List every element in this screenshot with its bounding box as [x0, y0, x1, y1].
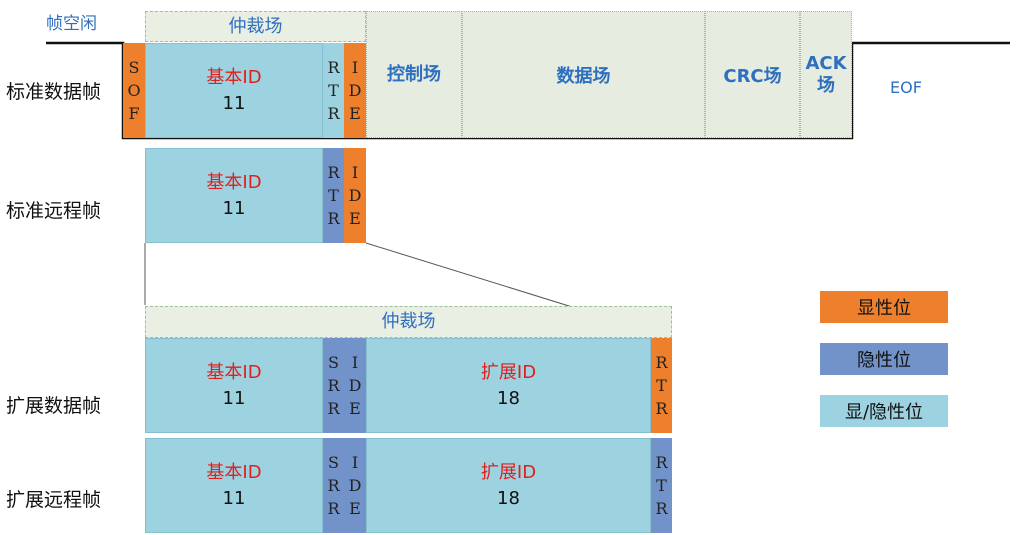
base-id-bits: 11	[222, 92, 246, 114]
arbitration-field-header-extended: 仲裁场	[145, 306, 672, 338]
ide-letter: D	[348, 186, 362, 205]
base-id-bits: 11	[222, 487, 246, 509]
rtr-letter: R	[655, 353, 668, 372]
rtr-letter: T	[656, 376, 667, 395]
sof-letter: O	[127, 81, 141, 100]
ide-letter: E	[349, 209, 361, 228]
ide-letter: D	[348, 81, 362, 100]
ext-data-base-id-field: 基本ID 11	[145, 338, 323, 433]
legend-dominant: 显性位	[820, 291, 948, 323]
row-label-extended-data: 扩展数据帧	[6, 395, 102, 417]
remote-base-id-field: 基本ID 11	[145, 148, 323, 243]
legend-dominant-or-recessive: 显/隐性位	[820, 395, 948, 427]
data-field: 数据场	[462, 11, 705, 138]
legend-recessive: 隐性位	[820, 343, 948, 375]
remote-rtr-bit: R T R	[323, 148, 344, 243]
srr-letter: R	[327, 376, 340, 395]
ide-letter: I	[351, 453, 359, 472]
base-id-bits: 11	[222, 197, 246, 219]
rtr-letter: R	[655, 499, 668, 518]
crc-field: CRC场	[705, 11, 800, 138]
sof-letter: F	[128, 104, 140, 123]
ide-letter: I	[351, 353, 359, 372]
base-id-field: 基本ID 11	[145, 43, 323, 138]
ext-ide-bit: I D E	[344, 338, 366, 433]
rtr-letter: R	[327, 104, 340, 123]
extended-id-field: 扩展ID 18	[366, 438, 651, 533]
srr-letter: R	[327, 476, 340, 495]
rtr-letter: T	[656, 476, 667, 495]
ide-letter: E	[349, 499, 361, 518]
ext-id-name: 扩展ID	[480, 361, 537, 383]
srr-letter: S	[328, 453, 339, 472]
ext-id-name: 扩展ID	[480, 461, 537, 483]
srr-bit: S R R	[323, 338, 344, 433]
base-id-name: 基本ID	[206, 361, 262, 383]
frame-idle-label: 帧空闲	[46, 14, 97, 34]
srr-letter: R	[327, 399, 340, 418]
ext-ide-bit: I D E	[344, 438, 366, 533]
rtr-letter: T	[328, 81, 339, 100]
base-id-name: 基本ID	[206, 461, 262, 483]
sof-letter: S	[128, 58, 140, 77]
row-label-standard-remote: 标准远程帧	[6, 200, 102, 222]
data-field-label: 数据场	[556, 65, 611, 87]
arbitration-field-header-top: 仲裁场	[145, 11, 366, 42]
ack-field: ACK场	[800, 11, 852, 138]
row-label-extended-remote: 扩展远程帧	[6, 489, 102, 511]
rtr-letter: R	[327, 58, 340, 77]
ide-letter: E	[349, 399, 361, 418]
control-field: 控制场	[366, 11, 462, 138]
rtr-letter: R	[327, 209, 340, 228]
extended-id-field: 扩展ID 18	[366, 338, 651, 433]
ide-letter: I	[351, 58, 359, 77]
ide-letter: E	[349, 104, 361, 123]
ext-data-rtr-bit: R T R	[651, 338, 672, 433]
rtr-letter: T	[328, 186, 339, 205]
base-id-bits: 11	[222, 387, 246, 409]
ide-letter: D	[348, 476, 362, 495]
bus-level-line	[46, 41, 1010, 140]
eof-label: EOF	[890, 78, 922, 97]
base-id-name: 基本ID	[206, 66, 262, 88]
srr-letter: S	[328, 353, 339, 372]
ide-bit: I D E	[344, 43, 366, 138]
ext-remote-rtr-bit: R T R	[651, 438, 672, 533]
remote-ide-bit: I D E	[344, 148, 366, 243]
ide-letter: I	[351, 163, 359, 182]
ide-letter: D	[348, 376, 362, 395]
rtr-bit: R T R	[323, 43, 344, 138]
sof-bit: S O F	[123, 43, 145, 138]
rtr-letter: R	[655, 453, 668, 472]
rtr-letter: R	[655, 399, 668, 418]
row-label-standard-data: 标准数据帧	[6, 81, 102, 103]
srr-bit: S R R	[323, 438, 344, 533]
ext-id-bits: 18	[497, 487, 520, 509]
rtr-letter: R	[327, 163, 340, 182]
srr-letter: R	[327, 499, 340, 518]
base-id-name: 基本ID	[206, 171, 262, 193]
ack-field-label: ACK场	[805, 52, 847, 96]
ext-remote-base-id-field: 基本ID 11	[145, 438, 323, 533]
ext-id-bits: 18	[497, 387, 520, 409]
crc-field-label: CRC场	[723, 65, 782, 87]
control-field-label: 控制场	[387, 63, 441, 85]
